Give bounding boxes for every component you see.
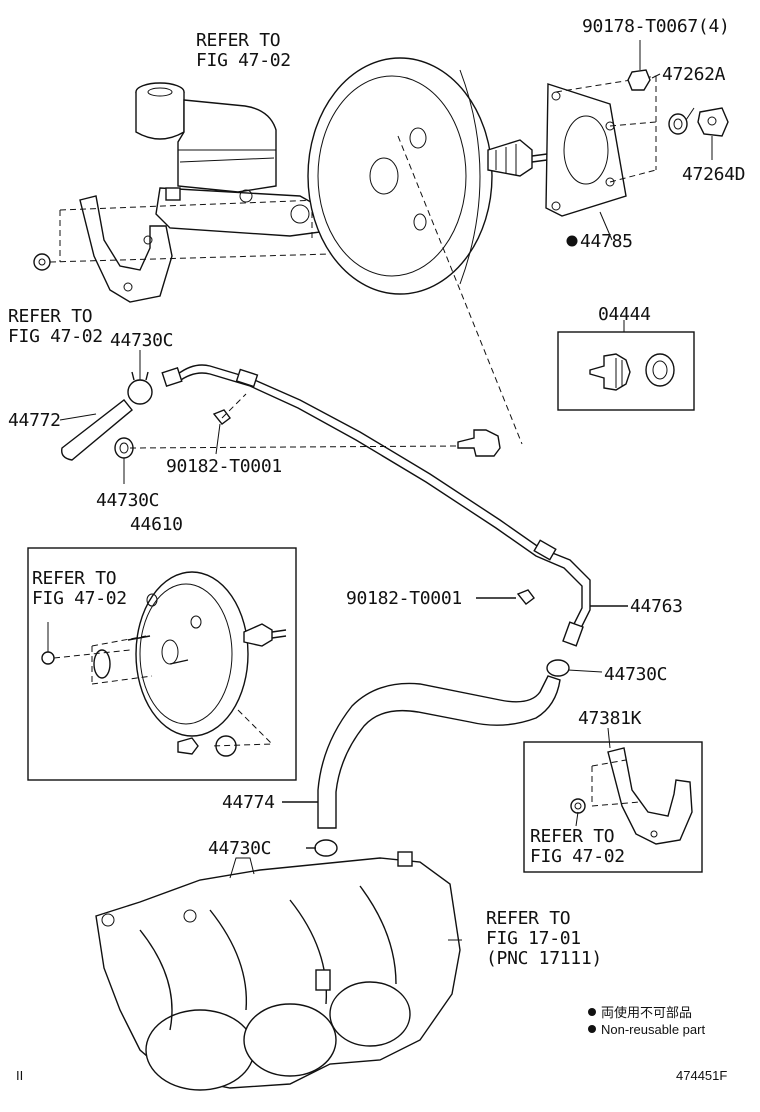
vacuum-pipe-44763 — [161, 364, 591, 647]
label-refer-top-line2: FIG 47-02 — [196, 50, 291, 71]
label-44730c-4: 44730C — [208, 838, 271, 859]
label-44772: 44772 — [8, 410, 61, 431]
legend-text-english: Non-reusable part — [601, 1022, 705, 1037]
label-refer-manifold-line3: (PNC 17111) — [486, 948, 602, 969]
figure-id: 474451F — [676, 1068, 727, 1083]
vacuum-hose-44772 — [61, 399, 133, 461]
label-refer-inset-line2: FIG 47-02 — [32, 588, 127, 609]
label-90178-t0067: 90178-T0067(4) — [582, 16, 730, 37]
label-refer-manifold-line2: FIG 17-01 — [486, 928, 581, 949]
legend-dot-1 — [588, 1008, 596, 1016]
vacuum-hose-44774 — [317, 675, 561, 829]
label-44774: 44774 — [222, 792, 275, 813]
label-44610: 44610 — [130, 514, 183, 535]
clevis-47264d — [697, 107, 729, 137]
booster-assembly-44610-box — [27, 547, 297, 781]
footer-left-mark: II — [16, 1068, 23, 1083]
leader-lines — [47, 40, 713, 941]
intake-manifold-illustration — [95, 851, 461, 1091]
brake-booster-illustration — [307, 57, 563, 295]
label-refer-bracket-line2: FIG 47-02 — [530, 846, 625, 867]
label-47262a: 47262A — [662, 64, 726, 85]
label-refer-inset-line1: REFER TO — [32, 568, 116, 589]
legend-text-japanese: 両使用不可部品 — [601, 1005, 692, 1020]
label-44730c-2: 44730C — [96, 490, 159, 511]
nut-47262a — [627, 69, 651, 91]
label-refer-manifold-line1: REFER TO — [486, 908, 570, 929]
check-valve-illustration — [457, 429, 501, 457]
label-44785: 44785 — [580, 231, 633, 252]
legend: 両使用不可部品 Non-reusable part — [588, 1005, 705, 1037]
label-refer-left-line2: FIG 47-02 — [8, 326, 103, 347]
non-reusable-dot-44785 — [566, 235, 578, 247]
label-44730c-1: 44730C — [110, 330, 173, 351]
label-47381k: 47381K — [578, 708, 642, 729]
clip-90182-lower — [516, 589, 535, 605]
label-refer-bracket-line1: REFER TO — [530, 826, 614, 847]
label-44730c-3: 44730C — [604, 664, 667, 685]
clip-90182-upper — [212, 409, 231, 425]
gasket-illustration — [545, 75, 657, 217]
label-refer-top-line1: REFER TO — [196, 30, 280, 51]
washer-47262a — [668, 113, 688, 135]
label-refer-left-line1: REFER TO — [8, 306, 92, 327]
label-90182-t0001-1: 90182-T0001 — [166, 456, 282, 477]
label-44763: 44763 — [630, 596, 683, 617]
legend-dot-2 — [588, 1025, 596, 1033]
label-04444: 04444 — [598, 304, 651, 325]
clamp-44730c-mid — [546, 659, 570, 677]
label-90182-t0001-2: 90182-T0001 — [346, 588, 462, 609]
kit-04444-box — [557, 331, 695, 411]
label-47264d: 47264D — [682, 164, 745, 185]
master-cylinder-illustration — [33, 82, 405, 303]
bracket-47381k-box — [523, 741, 703, 873]
clamp-44730c-bottom — [314, 839, 338, 857]
